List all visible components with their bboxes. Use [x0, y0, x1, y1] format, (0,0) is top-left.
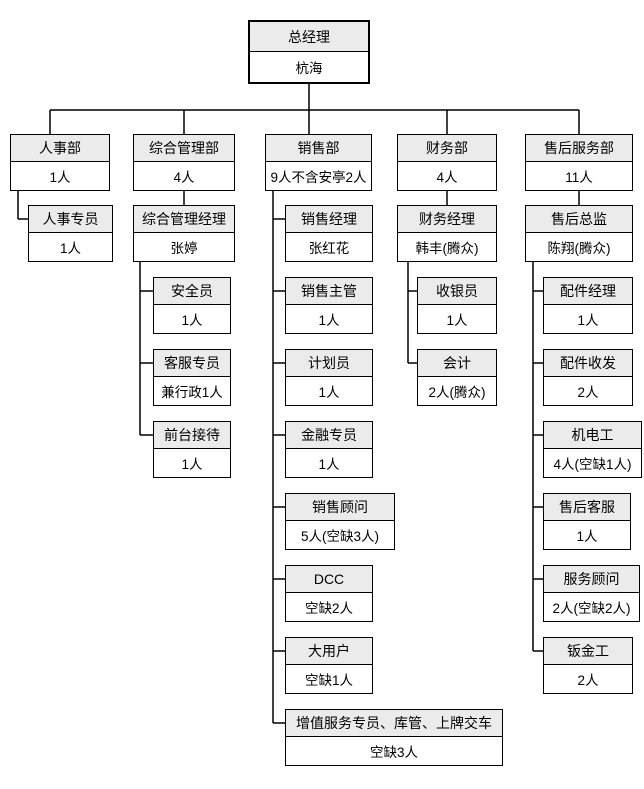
node-sales-supervisor: 销售主管 1人 — [285, 277, 373, 334]
node-title: 钣金工 — [544, 638, 632, 665]
node-admin-dept: 综合管理部 4人 — [133, 134, 235, 191]
node-value: 1人 — [318, 385, 340, 400]
node-title: 前台接待 — [154, 422, 230, 449]
node-value: 1人 — [577, 313, 599, 328]
node-title: 客服专员 — [154, 350, 230, 377]
node-panel-beater: 钣金工 2人 — [543, 637, 633, 694]
node-value: 张婷 — [170, 241, 198, 256]
node-value: 4人 — [173, 170, 195, 185]
node-planner: 计划员 1人 — [285, 349, 373, 406]
node-title: 销售部 — [266, 135, 371, 162]
node-value: 1人 — [318, 313, 340, 328]
node-aftersales-dept: 售后服务部 11人 — [525, 134, 633, 191]
node-title: 总经理 — [250, 22, 368, 52]
node-value: 1人 — [318, 457, 340, 472]
node-title: 售后总监 — [526, 206, 632, 233]
node-title: 销售顾问 — [286, 494, 394, 521]
node-value: 空缺1人 — [304, 673, 353, 688]
node-parts-manager: 配件经理 1人 — [543, 277, 633, 334]
node-title: 服务顾问 — [544, 566, 639, 593]
node-title: 收银员 — [418, 278, 496, 305]
node-title: 人事部 — [11, 135, 109, 162]
node-value: 1人 — [181, 457, 203, 472]
node-value: 2人(腾众) — [428, 385, 486, 400]
node-sales-consultant: 销售顾问 5人(空缺3人) — [285, 493, 395, 550]
node-value: 1人 — [576, 529, 598, 544]
node-dcc: DCC 空缺2人 — [285, 565, 373, 622]
node-title: 计划员 — [286, 350, 372, 377]
node-mechanic: 机电工 4人(空缺1人) — [543, 421, 642, 478]
node-value: 空缺2人 — [304, 601, 353, 616]
node-aftersales-customer-service: 售后客服 1人 — [543, 493, 631, 550]
node-title: 综合管理部 — [134, 135, 234, 162]
node-value: 兼行政1人 — [161, 385, 223, 400]
node-value: 4人 — [436, 170, 458, 185]
node-value: 陈翔(腾众) — [547, 241, 611, 256]
node-value: 韩丰(腾众) — [415, 241, 479, 256]
node-title: 配件收发 — [544, 350, 632, 377]
node-safety-officer: 安全员 1人 — [153, 277, 231, 334]
node-value: 空缺3人 — [369, 745, 418, 760]
node-title: 售后客服 — [544, 494, 630, 521]
node-value: 张红花 — [308, 241, 350, 256]
node-title: 机电工 — [544, 422, 641, 449]
node-title: 财务部 — [398, 135, 496, 162]
node-hr-dept: 人事部 1人 — [10, 134, 110, 191]
node-value: 2人(空缺2人) — [552, 601, 631, 616]
node-admin-manager: 综合管理经理 张婷 — [133, 205, 235, 262]
node-service-advisor: 服务顾问 2人(空缺2人) — [543, 565, 640, 622]
node-value: 1人 — [181, 313, 203, 328]
node-value-added-services: 增值服务专员、库管、上牌交车 空缺3人 — [285, 709, 503, 766]
node-general-manager: 总经理 杭海 — [248, 20, 370, 84]
node-finance-specialist: 金融专员 1人 — [285, 421, 373, 478]
node-finance-dept: 财务部 4人 — [397, 134, 497, 191]
node-sales-dept: 销售部 9人不含安亭2人 — [265, 134, 372, 191]
node-title: 综合管理经理 — [134, 206, 234, 233]
node-value: 4人(空缺1人) — [553, 457, 632, 472]
node-title: 售后服务部 — [526, 135, 632, 162]
node-value: 11人 — [565, 170, 593, 185]
node-hr-specialist: 人事专员 1人 — [28, 205, 113, 262]
node-key-account: 大用户 空缺1人 — [285, 637, 373, 694]
node-title: 财务经理 — [398, 206, 496, 233]
node-title: DCC — [286, 566, 372, 593]
connector-hr — [17, 191, 28, 220]
node-cashier: 收银员 1人 — [417, 277, 497, 334]
node-value: 1人 — [446, 313, 468, 328]
node-finance-manager: 财务经理 韩丰(腾众) — [397, 205, 497, 262]
node-value: 2人 — [577, 385, 599, 400]
node-title: 增值服务专员、库管、上牌交车 — [286, 710, 502, 737]
node-value: 2人 — [577, 673, 599, 688]
node-value: 杭海 — [295, 61, 323, 76]
node-parts-clerk: 配件收发 2人 — [543, 349, 633, 406]
node-value: 1人 — [49, 170, 71, 185]
node-title: 大用户 — [286, 638, 372, 665]
node-title: 安全员 — [154, 278, 230, 305]
node-value: 1人 — [59, 241, 81, 256]
node-title: 销售经理 — [286, 206, 372, 233]
node-customer-service-specialist: 客服专员 兼行政1人 — [153, 349, 231, 406]
node-title: 销售主管 — [286, 278, 372, 305]
node-title: 配件经理 — [544, 278, 632, 305]
node-title: 人事专员 — [29, 206, 112, 233]
connector-root-trunk — [49, 84, 580, 134]
node-title: 金融专员 — [286, 422, 372, 449]
node-accountant: 会计 2人(腾众) — [417, 349, 497, 406]
node-sales-manager: 销售经理 张红花 — [285, 205, 373, 262]
connector-sales — [272, 191, 285, 724]
node-value: 9人不含安亭2人 — [270, 170, 367, 185]
node-aftersales-director: 售后总监 陈翔(腾众) — [525, 205, 633, 262]
node-title: 会计 — [418, 350, 496, 377]
node-value: 5人(空缺3人) — [300, 529, 379, 544]
node-receptionist: 前台接待 1人 — [153, 421, 231, 478]
